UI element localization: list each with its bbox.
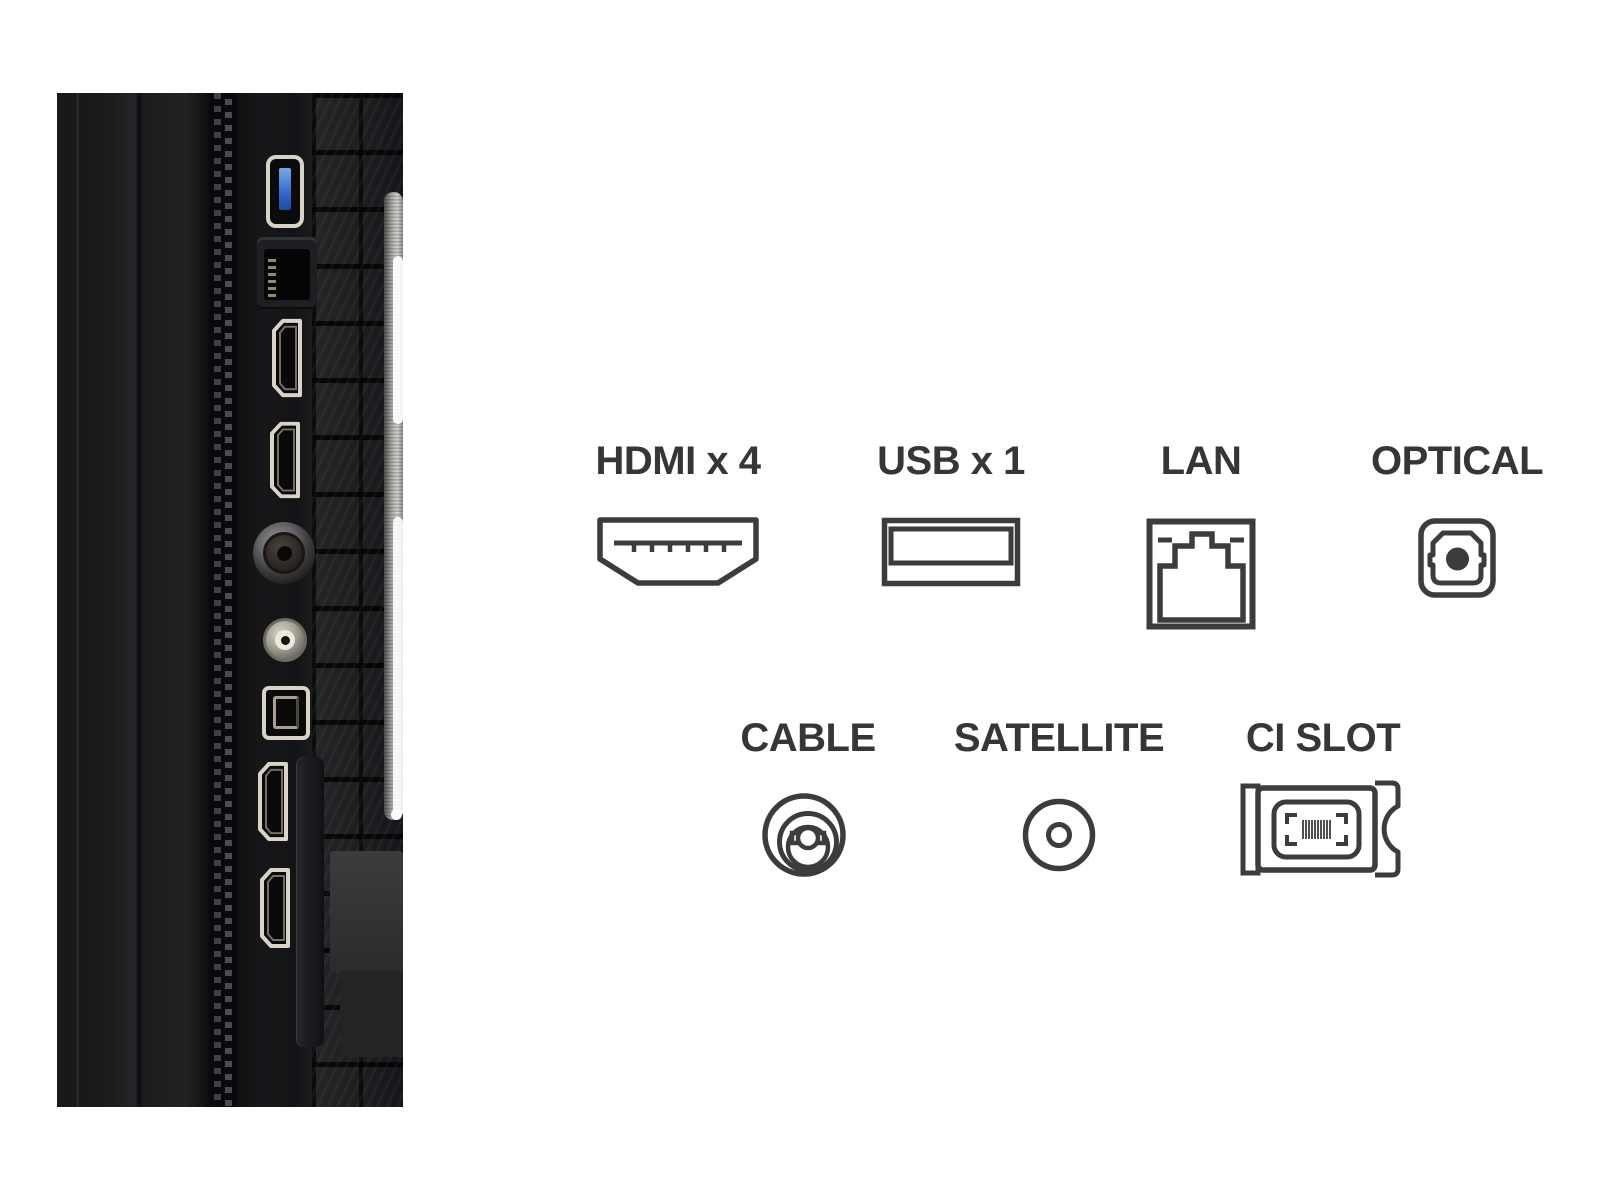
- usb-port-icon: [881, 517, 1021, 587]
- port-item-hdmi: HDMI x 4: [548, 439, 808, 589]
- photo-hdmi-port-3: [258, 761, 288, 842]
- photo-cable-antenna-port: [253, 522, 315, 584]
- port-label-hdmi: HDMI x 4: [595, 439, 761, 483]
- photo-ci-slot-cover: [296, 757, 324, 1047]
- coax-ring: [263, 532, 305, 574]
- port-item-ci-slot: CI SLOT: [1193, 716, 1453, 880]
- port-label-satellite: SATELLITE: [953, 716, 1165, 760]
- photo-hdmi-port-1: [272, 318, 302, 398]
- port-item-usb: USB x 1: [821, 439, 1081, 587]
- photo-optical-port: [262, 686, 310, 740]
- satellite-hole: [280, 635, 290, 645]
- port-item-optical: OPTICAL: [1327, 439, 1587, 599]
- port-label-ci-slot: CI SLOT: [1245, 716, 1401, 760]
- cable-port-icon: [762, 793, 846, 877]
- port-label-usb: USB x 1: [877, 439, 1025, 483]
- port-label-lan: LAN: [1160, 439, 1242, 483]
- satellite-port-icon: [1022, 798, 1096, 872]
- tv-side-panel-photo: [57, 93, 403, 1107]
- photo-hdmi-port-4: [260, 868, 290, 948]
- coax-hole: [276, 545, 292, 561]
- tv-vent-strip: [210, 93, 237, 1107]
- photo-lan-port: [257, 237, 317, 309]
- lan-port-icon: [1146, 518, 1256, 630]
- hdmi-port-icon: [597, 517, 759, 586]
- tv-edge-notch: [391, 809, 402, 820]
- port-label-cable: CABLE: [740, 716, 876, 760]
- tv-bottom-bracket-step: [340, 971, 403, 1057]
- photo-hdmi-port-2: [270, 421, 300, 499]
- port-item-lan: LAN: [1071, 439, 1331, 630]
- usb-blue-tab: [279, 168, 291, 210]
- tv-edge-highlight-bottom: [393, 517, 403, 817]
- optical-flap: [273, 696, 299, 729]
- port-item-cable: CABLE: [678, 716, 938, 890]
- photo-satellite-port: [263, 618, 307, 662]
- port-item-satellite: SATELLITE: [929, 716, 1189, 873]
- optical-port-icon: [1418, 518, 1496, 598]
- port-label-optical: OPTICAL: [1370, 439, 1544, 483]
- photo-usb-port: [266, 155, 304, 228]
- ci-slot-icon: [1240, 780, 1401, 878]
- lan-pins: [268, 259, 276, 297]
- tv-edge-highlight-top: [393, 256, 403, 424]
- tv-bottom-bracket: [330, 851, 403, 973]
